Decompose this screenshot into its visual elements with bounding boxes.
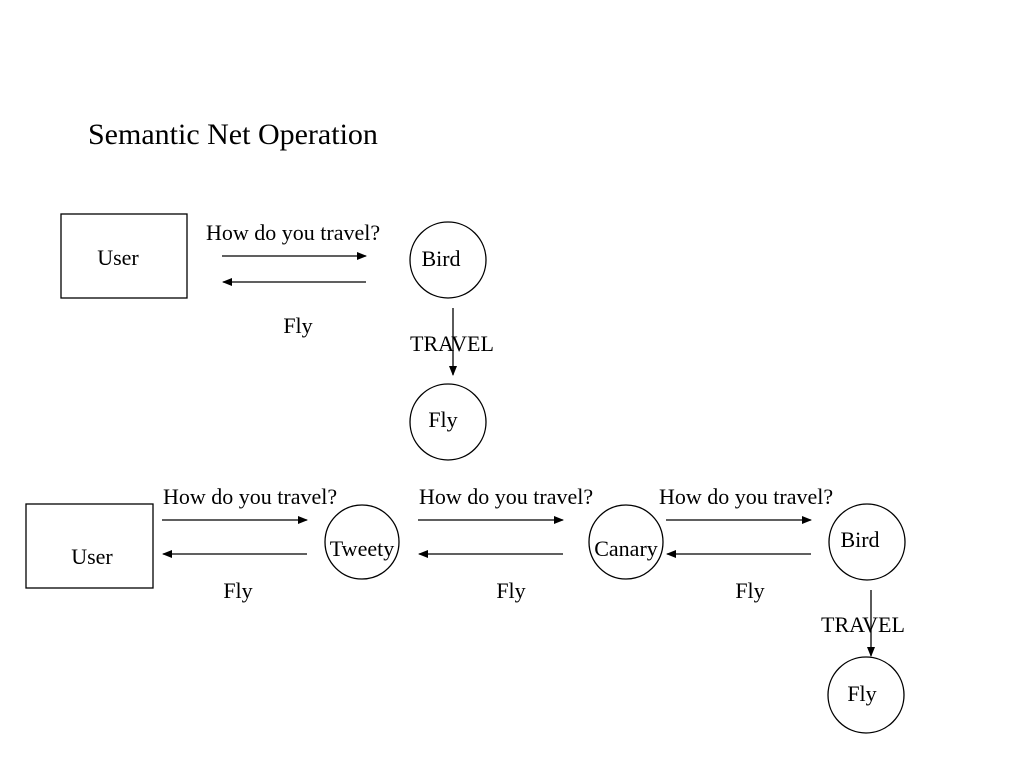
fly-node <box>409 383 487 461</box>
tweety-node <box>324 504 400 580</box>
bird-node-label-2: Bird <box>840 527 879 552</box>
user-box-2 <box>25 503 154 589</box>
question-label-1: How do you travel? <box>163 484 337 509</box>
answer-label-1: Fly <box>223 578 252 603</box>
answer-label-3: Fly <box>735 578 764 603</box>
canary-node <box>588 504 664 580</box>
bird-node <box>409 221 487 299</box>
canary-node-label: Canary <box>594 536 658 561</box>
fly-node-label: Fly <box>428 407 457 432</box>
bird-node-label: Bird <box>421 246 460 271</box>
question-label-3: How do you travel? <box>659 484 833 509</box>
answer-label-2: Fly <box>496 578 525 603</box>
diagram-1: User How do you travel? Fly Bird TRAVEL … <box>60 213 494 461</box>
answer-label: Fly <box>283 313 312 338</box>
travel-relation-label-2: TRAVEL <box>821 612 905 637</box>
bird-node-2 <box>828 503 906 581</box>
question-label: How do you travel? <box>206 220 380 245</box>
question-label-2: How do you travel? <box>419 484 593 509</box>
fly-node-2 <box>827 656 905 734</box>
tweety-node-label: Tweety <box>330 536 394 561</box>
diagram-2: User How do you travel? Fly Tweety How d… <box>25 484 906 734</box>
user-label-2: User <box>71 544 113 569</box>
page-title: Semantic Net Operation <box>88 118 378 151</box>
user-label: User <box>97 245 139 270</box>
travel-relation-label: TRAVEL <box>410 331 494 356</box>
fly-node-label-2: Fly <box>847 681 876 706</box>
user-box <box>60 213 188 299</box>
